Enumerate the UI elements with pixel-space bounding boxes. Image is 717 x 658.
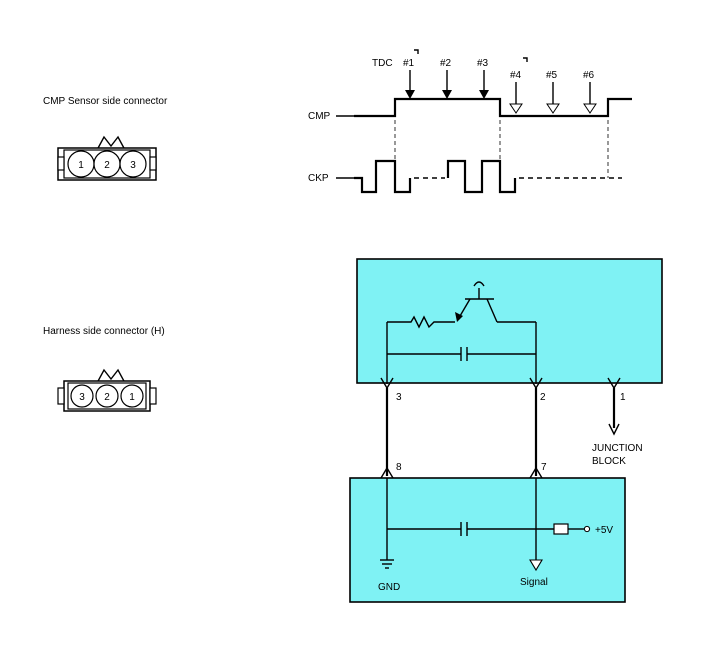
harness-pin-2 bbox=[95, 384, 119, 408]
cylinder-marker-label: #6 bbox=[583, 70, 595, 81]
sensor-module bbox=[356, 258, 663, 384]
sensor-pin-label: 1 bbox=[78, 160, 84, 171]
cylinder-marker-label: #3 bbox=[477, 58, 489, 69]
cylinder-marker-label: #1 bbox=[403, 58, 415, 69]
module-pin-label: 1 bbox=[620, 392, 626, 403]
ckp-label: CKP bbox=[308, 173, 329, 184]
harness-connector-title: Harness side connector (H) bbox=[43, 326, 165, 337]
sensor-connector-title: CMP Sensor side connector bbox=[43, 96, 168, 107]
cylinder-marker-label: #2 bbox=[440, 58, 452, 69]
gnd-label: GND bbox=[378, 582, 400, 593]
module-pin-label: 2 bbox=[540, 392, 546, 403]
signal-label: Signal bbox=[520, 577, 548, 588]
harness-pin-3 bbox=[70, 384, 94, 408]
ecm-module: 8 7 GND Signal +5V bbox=[349, 462, 626, 603]
sensor-pin-label: 2 bbox=[104, 160, 110, 171]
cylinder-marker-label: #5 bbox=[546, 70, 558, 81]
ecm-pin-label: 8 bbox=[396, 462, 402, 473]
harness-pin-label: 1 bbox=[129, 392, 135, 403]
sensor-connector: 1 2 3 bbox=[57, 135, 157, 181]
sensor-pin-label: 3 bbox=[130, 160, 136, 171]
cylinder-marker-label: #4 bbox=[510, 70, 522, 81]
harness-connector: 3 2 1 bbox=[57, 368, 157, 412]
module-pin-label: 3 bbox=[396, 392, 402, 403]
harness-pin-label: 2 bbox=[104, 392, 110, 403]
sensor-pin-3 bbox=[119, 150, 147, 178]
tdc-label: TDC bbox=[372, 58, 393, 69]
supply-label: +5V bbox=[595, 525, 613, 536]
harness-pin-1 bbox=[120, 384, 144, 408]
cmp-label: CMP bbox=[308, 111, 331, 122]
waveform: TDC #1 #2 #3 #4 #5 #6 CMP CKP bbox=[308, 49, 632, 194]
harness-pin-label: 3 bbox=[79, 392, 85, 403]
ecm-pin-label: 7 bbox=[541, 462, 547, 473]
